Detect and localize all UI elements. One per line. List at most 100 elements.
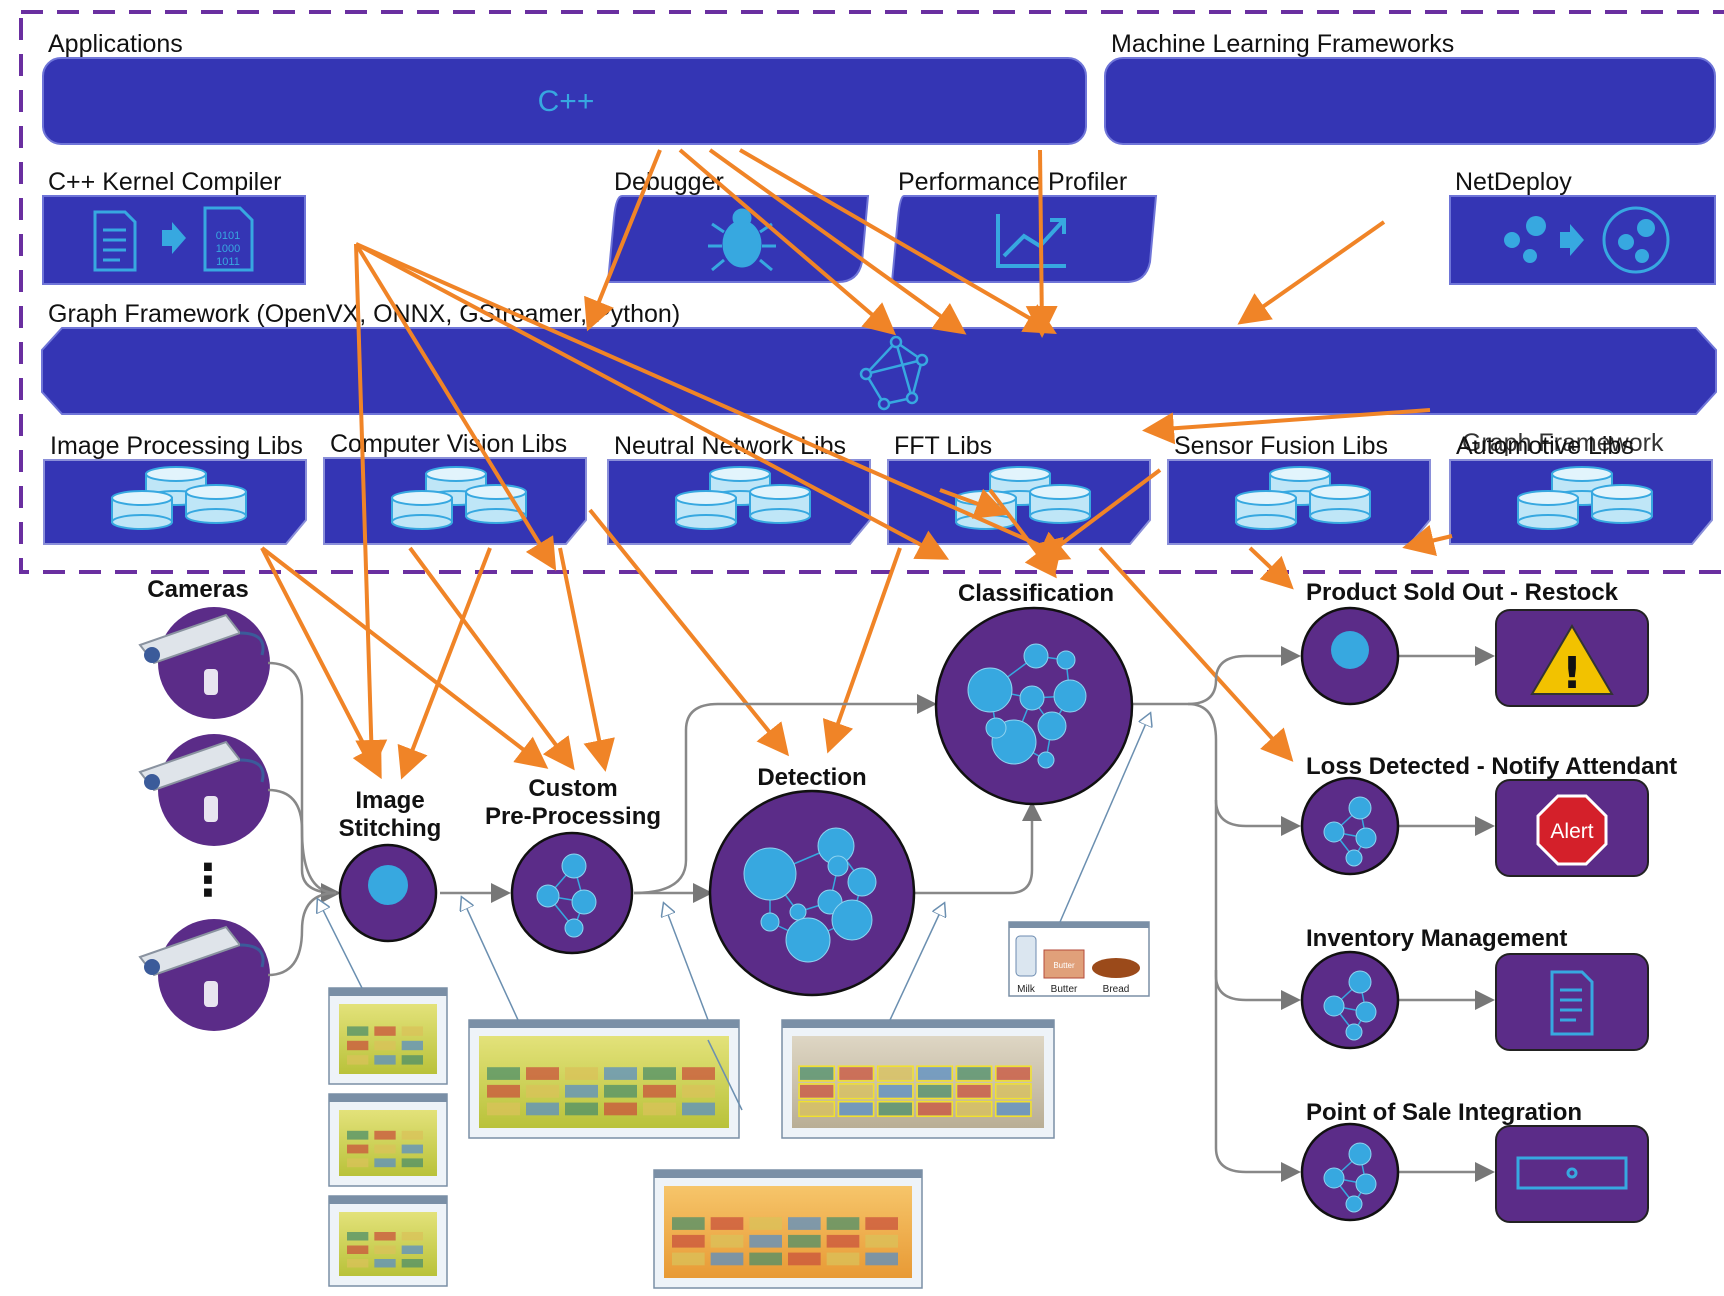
product-label-milk: Milk: [1017, 984, 1036, 995]
outcome-label-loss: Loss Detected - Notify Attendant: [1306, 753, 1677, 780]
shelf-product: [347, 1232, 369, 1241]
shelf-product: [643, 1084, 676, 1098]
bubble: [536, 884, 560, 908]
warning-glyph: !: [1562, 648, 1582, 699]
dependency-arrow: [408, 546, 575, 771]
shelf-product: [800, 1102, 834, 1116]
bubble: [1037, 751, 1055, 769]
shelf-product: [826, 1217, 860, 1230]
database-cylinder-base: [391, 514, 453, 530]
dependency-arrow: [354, 243, 388, 772]
shelf-product: [526, 1102, 559, 1116]
dependency-arrow: [708, 148, 967, 335]
shelf-product: [749, 1234, 782, 1248]
detection-box: [994, 1083, 1032, 1100]
dependency-arrow: [588, 508, 790, 757]
shelf-product: [347, 1055, 369, 1065]
store-scene-screenshot: [328, 987, 448, 1085]
detection-box: [955, 1065, 993, 1082]
flow-class-inventory: [1214, 800, 1301, 1010]
dependency-arrow: [1142, 408, 1431, 445]
store-scene-screenshot: [328, 1093, 448, 1187]
applications-label: Applications: [48, 30, 183, 58]
database-icon: [111, 466, 247, 530]
bubble-network-icon: [1323, 796, 1377, 867]
shelf-product: [800, 1084, 834, 1098]
shelf-product: [710, 1217, 744, 1230]
image-stitching-label-2: Stitching: [339, 815, 442, 842]
dependency-arrow: [260, 547, 382, 780]
database-cylinder-top: [989, 466, 1051, 482]
product-label-butter: Butter: [1051, 984, 1078, 995]
outcome-box-inventory: [1495, 953, 1649, 1051]
bubble: [1037, 711, 1067, 741]
outcomes: Product Sold Out - Restock ! Loss Detect…: [1300, 579, 1677, 1223]
dependency-arrows: [260, 148, 1453, 780]
database-cylinder-base: [1235, 514, 1297, 530]
bubble: [1355, 1001, 1377, 1023]
bubble: [1023, 643, 1049, 669]
lib-label-fft: FFT Libs: [894, 432, 992, 460]
binary-line-2: 1000: [216, 243, 240, 255]
bubble: [831, 899, 873, 941]
detection-box: [798, 1100, 836, 1118]
shelf-product: [788, 1217, 821, 1230]
dependency-arrow: [558, 547, 615, 772]
shelf-product: [374, 1055, 396, 1065]
database-cylinder-base: [1029, 508, 1091, 524]
shelf-product: [643, 1067, 676, 1080]
shelf-product: [604, 1084, 637, 1098]
dependency-arrow: [1025, 149, 1058, 338]
camera-cable: [239, 943, 265, 968]
detection-box: [798, 1083, 836, 1100]
database-cylinder-top: [1235, 490, 1297, 506]
bubble: [1355, 827, 1377, 849]
dependency-arrow: [354, 242, 557, 571]
database-cylinder-top: [391, 490, 453, 506]
bubble: [1053, 679, 1087, 713]
cameras-label: Cameras: [147, 576, 248, 603]
bubble: [564, 918, 584, 938]
shelf-product: [788, 1234, 821, 1248]
dependency-arrow: [1237, 220, 1386, 325]
lib-label-sensor-fusion: Sensor Fusion Libs: [1174, 432, 1388, 460]
cameras-group: [134, 603, 270, 1035]
shelf-product: [401, 1245, 423, 1254]
bubble: [1355, 1173, 1377, 1195]
flow-detect-class: [912, 801, 1042, 895]
database-icon: [675, 466, 811, 530]
dependency-arrow: [939, 488, 1008, 519]
shelf-product: [526, 1067, 559, 1080]
shelf-product: [749, 1217, 782, 1230]
database-cylinder-top: [111, 490, 173, 506]
shelf-product: [710, 1252, 744, 1266]
camera-icon: [134, 915, 270, 1035]
bubble: [785, 917, 831, 963]
camera-lens: [144, 959, 160, 975]
camera-mount: [204, 796, 218, 822]
detection-box: [994, 1100, 1032, 1118]
shelf-product: [374, 1259, 396, 1268]
bubble: [1345, 1195, 1363, 1213]
pipeline-flow: [267, 646, 1495, 1182]
shelf-product: [604, 1102, 637, 1116]
bubble: [967, 667, 1013, 713]
shelf-product: [401, 1259, 423, 1268]
database-cylinder-top: [465, 484, 527, 500]
shelf-product: [878, 1102, 912, 1116]
bread-icon: [1092, 958, 1140, 978]
shelf-product: [878, 1067, 912, 1080]
butter-icon: [1043, 949, 1085, 979]
store-scene-screenshot: [781, 1019, 1055, 1139]
shelf-product: [347, 1144, 369, 1154]
shelf-product: [682, 1084, 715, 1098]
shelf-product: [401, 1055, 423, 1065]
shelf-product: [865, 1217, 898, 1230]
shelf-product: [749, 1252, 782, 1266]
outcome-label-restock: Product Sold Out - Restock: [1306, 579, 1619, 606]
shelf-product: [839, 1102, 873, 1116]
lib-label-computer-vision: Computer Vision Libs: [330, 430, 567, 458]
pre-processing-label-2: Pre-Processing: [485, 803, 661, 830]
